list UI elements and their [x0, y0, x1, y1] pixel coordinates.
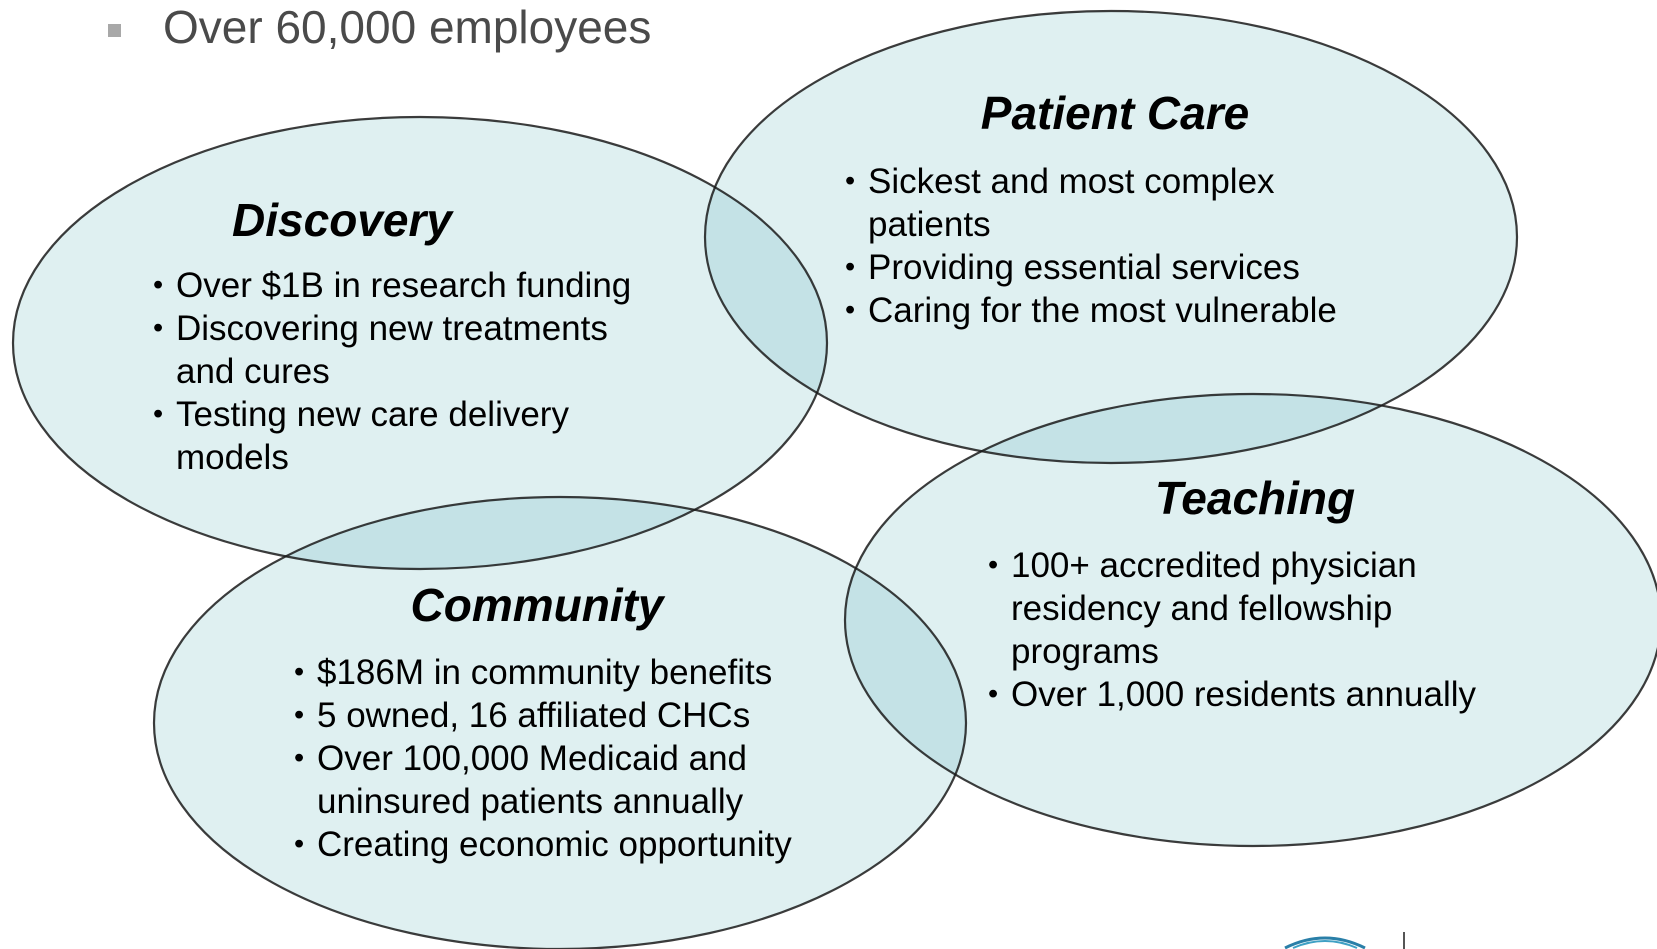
- community-item: Creating economic opportunity: [294, 823, 834, 866]
- square-bullet-icon: [108, 23, 121, 37]
- community-outline: [153, 495, 967, 949]
- teaching-item: Over 1,000 residents annually: [988, 673, 1528, 716]
- community-list: $186M in community benefits 5 owned, 16 …: [294, 651, 834, 866]
- discovery-item: Discovering new treatments and cures: [153, 307, 646, 393]
- discovery-item: Over $1B in research funding: [153, 264, 683, 307]
- header-bullet-text: Over 60,000 employees: [163, 1, 652, 53]
- patient-care-outline: [703, 9, 1519, 465]
- patient-care-list: Sickest and most complex patients Provid…: [845, 160, 1385, 332]
- teaching-outline: [844, 392, 1657, 848]
- patient-care-title: Patient Care: [980, 87, 1250, 139]
- community-block: Community $186M in community benefits 5 …: [294, 580, 834, 866]
- discovery-title: Discovery: [232, 194, 452, 246]
- community-item: $186M in community benefits: [294, 651, 834, 694]
- patient-care-block: Patient Care Sickest and most complex pa…: [845, 88, 1385, 332]
- header-bullet: Over 60,000 employees: [108, 0, 651, 54]
- patient-care-item: Caring for the most vulnerable: [845, 289, 1385, 332]
- community-title: Community: [410, 579, 664, 631]
- community-item: Over 100,000 Medicaid and uninsured pati…: [294, 737, 787, 823]
- discovery-list: Over $1B in research funding Discovering…: [153, 264, 683, 479]
- patient-care-item: Providing essential services: [845, 246, 1385, 289]
- discovery-outline: [11, 115, 829, 571]
- teaching-title: Teaching: [1154, 472, 1356, 524]
- patient-care-item: Sickest and most complex patients: [845, 160, 1338, 246]
- teaching-list: 100+ accredited physician residency and …: [988, 544, 1528, 716]
- discovery-item: Testing new care delivery models: [153, 393, 626, 479]
- logo-fragment-icon: [1284, 932, 1405, 949]
- teaching-item: 100+ accredited physician residency and …: [988, 544, 1461, 673]
- community-item: 5 owned, 16 affiliated CHCs: [294, 694, 834, 737]
- discovery-block: Discovery Over $1B in research funding D…: [153, 195, 683, 479]
- teaching-block: Teaching 100+ accredited physician resid…: [988, 473, 1528, 716]
- ellipse-outlines: [11, 9, 1657, 949]
